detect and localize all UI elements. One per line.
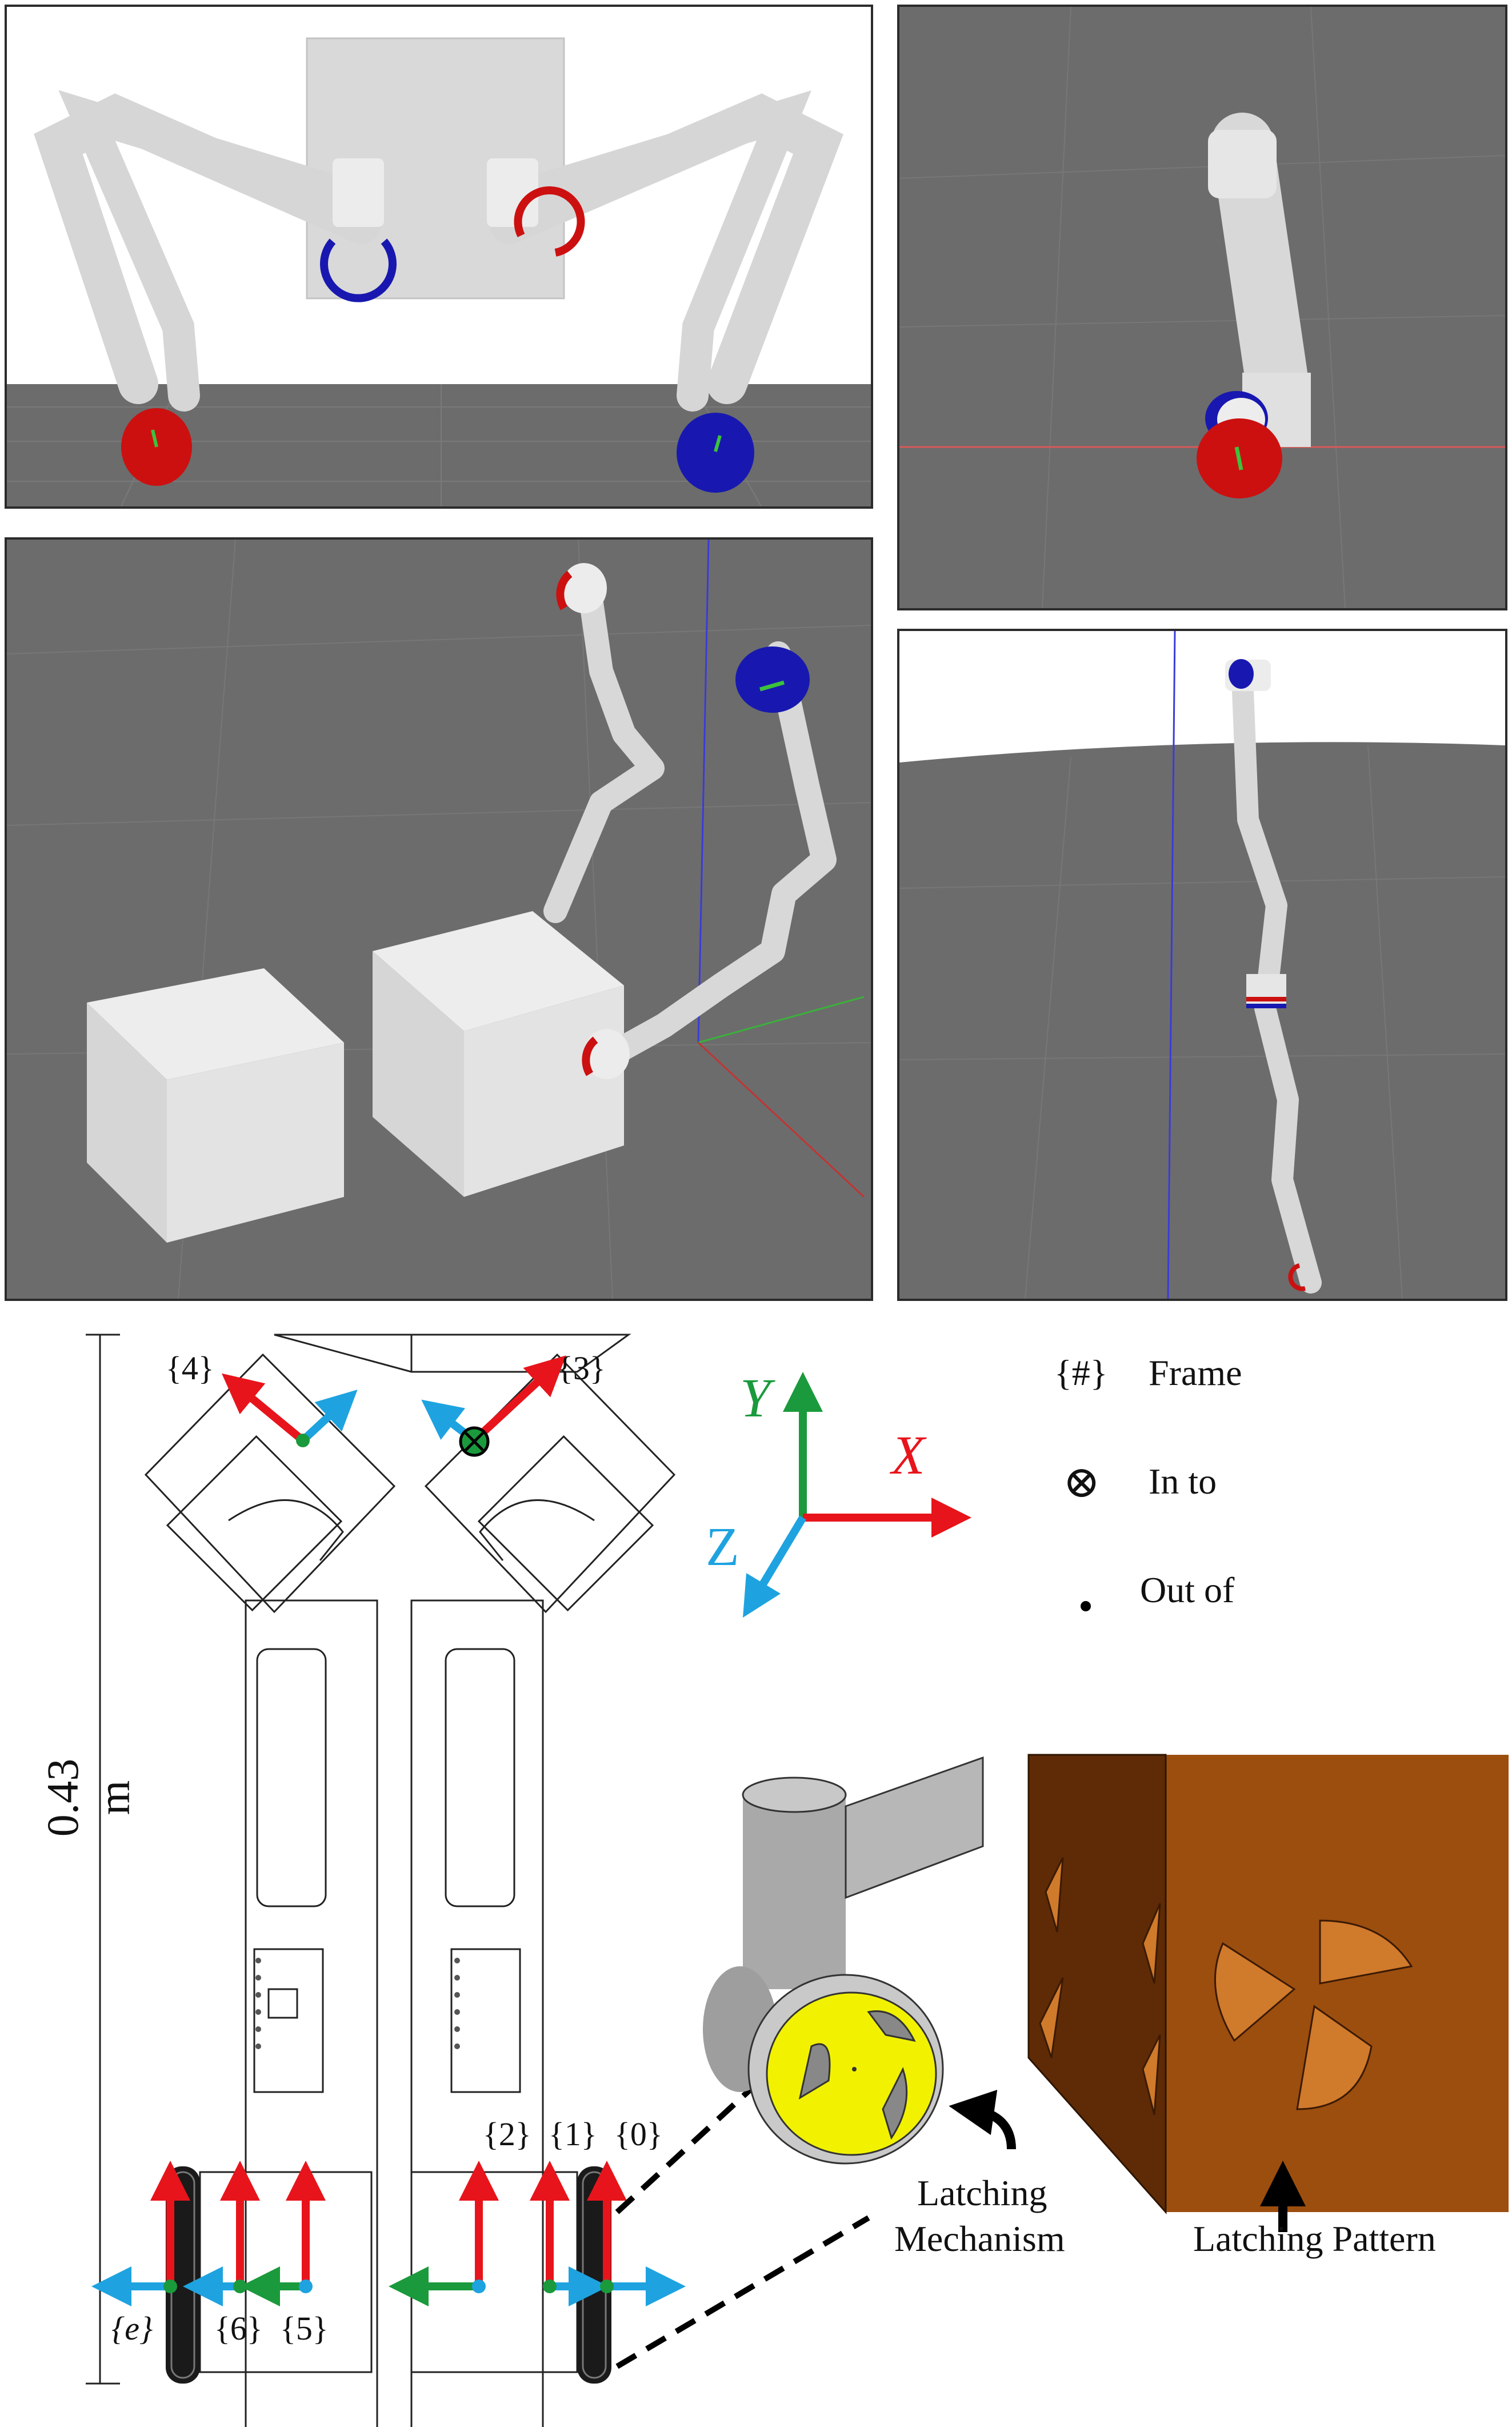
frame-label-5: {5} xyxy=(280,2310,329,2347)
axis-label-y: Y xyxy=(740,1367,771,1428)
frame-label-2: {2} xyxy=(483,2115,531,2153)
wall-latch-red xyxy=(514,186,585,257)
frame-label-1: {1} xyxy=(549,2115,597,2153)
sim-scene-vertical xyxy=(899,631,1505,1299)
frame-2-axes xyxy=(389,2161,499,2306)
axis-label-x: X xyxy=(891,1424,925,1486)
frame-e-axes xyxy=(91,2161,190,2306)
sim-panel-wall-hang xyxy=(5,5,873,509)
frame-label-0: {0} xyxy=(614,2115,663,2153)
sim-scene-top-view xyxy=(899,7,1505,608)
sim-panel-vertical xyxy=(897,629,1507,1301)
axes-legend-arrows xyxy=(742,1372,971,1618)
frame-label-6: {6} xyxy=(214,2310,263,2347)
legend-symbol-frame: {#} xyxy=(1054,1352,1108,1393)
legend-text-out-of: Out of xyxy=(1140,1570,1235,1610)
frame-6-axes xyxy=(183,2161,260,2306)
frame-4-axes xyxy=(222,1373,358,1447)
latching-mechanism-render xyxy=(703,1756,984,2165)
legend-text-frame: Frame xyxy=(1149,1352,1242,1393)
dimension-line xyxy=(86,1334,120,2385)
frame-5-axes xyxy=(240,2161,326,2306)
legend-symbol-into: ⊗ xyxy=(1063,1457,1101,1507)
frame-0-axes xyxy=(587,2161,686,2306)
out-of-dot xyxy=(1081,1601,1091,1611)
robot-drawing xyxy=(86,1334,1509,2427)
legend-text-into: In to xyxy=(1149,1461,1217,1502)
leader-lines xyxy=(615,2078,870,2369)
callout-mechanism-line2: Mechanism xyxy=(894,2218,1065,2259)
robot-outline xyxy=(144,1334,676,2427)
frame-label-3: {3} xyxy=(557,1350,606,1387)
wall-latch-blue xyxy=(320,238,397,302)
wheel-blue xyxy=(677,413,754,493)
callout-mechanism-line1: Latching xyxy=(917,2173,1047,2213)
sim-scene-wall-hang xyxy=(7,7,871,506)
mechanism-callout-arrow xyxy=(949,2090,1016,2150)
axis-label-z: Z xyxy=(706,1516,739,1577)
frame-3-axes xyxy=(421,1355,566,1457)
sim-scene-cubes xyxy=(7,540,871,1299)
dimension-label: 0.43 m xyxy=(38,1758,139,1837)
cube-scene-wheel xyxy=(735,646,810,713)
callout-pattern: Latching Pattern xyxy=(1193,2218,1436,2259)
circuit-details xyxy=(255,1958,460,2049)
sim-panel-top-view xyxy=(897,5,1507,610)
latching-pattern-render xyxy=(1027,1754,1509,2214)
frame-1-axes xyxy=(530,2161,609,2306)
frame-label-4: {4} xyxy=(166,1350,214,1387)
frame-label-e: {e} xyxy=(111,2310,153,2347)
sim-panel-cubes xyxy=(5,537,873,1301)
